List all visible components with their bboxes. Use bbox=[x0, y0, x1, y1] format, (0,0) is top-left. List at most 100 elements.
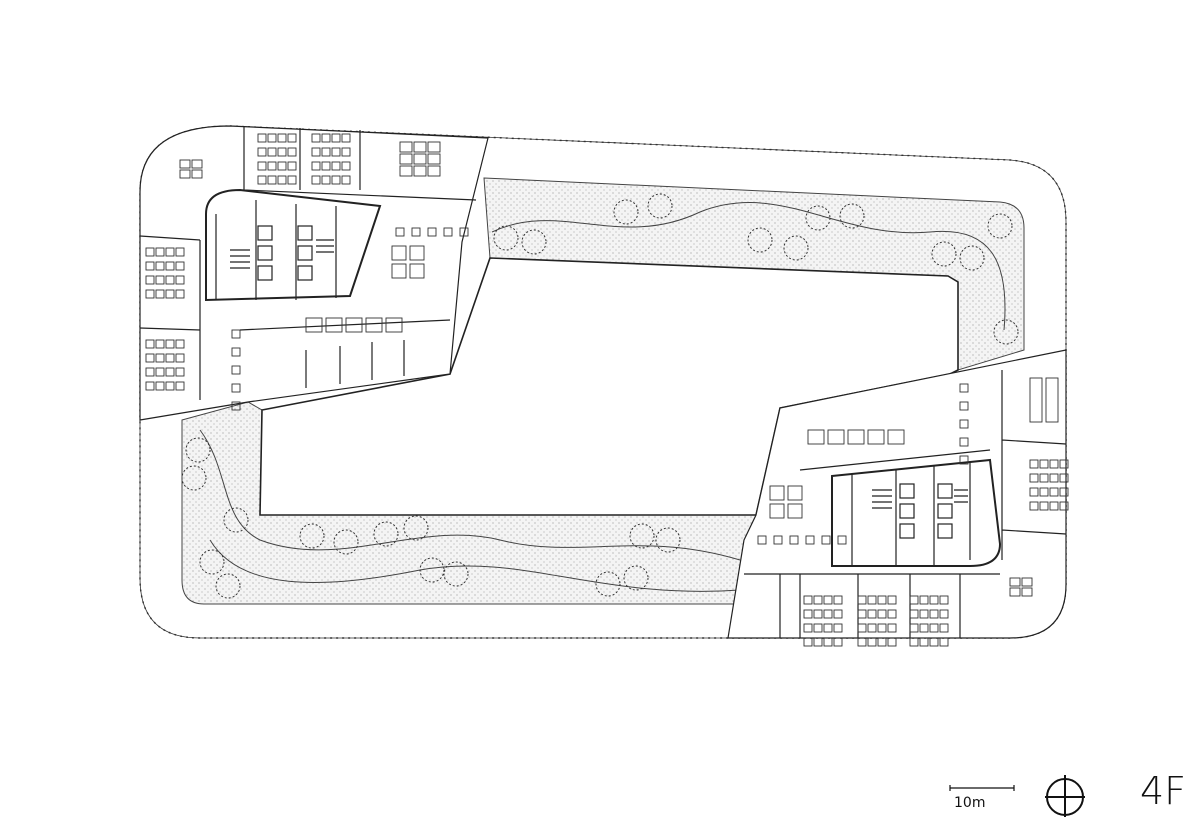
desk-icon bbox=[391, 245, 407, 261]
desk-icon bbox=[847, 429, 865, 445]
desk-icon bbox=[399, 153, 413, 165]
tree-icon bbox=[215, 573, 241, 599]
desk-icon bbox=[145, 275, 155, 285]
tree-icon bbox=[613, 199, 639, 225]
desk-icon bbox=[287, 147, 297, 157]
desk-icon bbox=[823, 623, 833, 633]
desk-icon bbox=[887, 623, 897, 633]
desk-icon bbox=[877, 609, 887, 619]
desk-icon bbox=[257, 161, 267, 171]
desk-icon bbox=[959, 383, 969, 393]
desk-icon bbox=[321, 147, 331, 157]
desk-icon bbox=[165, 261, 175, 271]
desk-icon bbox=[391, 263, 407, 279]
desk-icon bbox=[1059, 459, 1069, 469]
scale-bar-icon bbox=[949, 785, 1015, 791]
desk-icon bbox=[277, 161, 287, 171]
tree-icon bbox=[747, 227, 773, 253]
desk-icon bbox=[1039, 473, 1049, 483]
tree-icon bbox=[181, 465, 207, 491]
desk-icon bbox=[277, 147, 287, 157]
desk-icon bbox=[155, 353, 165, 363]
desk-icon bbox=[857, 623, 867, 633]
desk-icon bbox=[867, 595, 877, 605]
landscape-ring bbox=[181, 177, 1025, 605]
desk-icon bbox=[789, 535, 799, 545]
desk-icon bbox=[929, 595, 939, 605]
desk-icon bbox=[803, 609, 813, 619]
desk-icon bbox=[175, 353, 185, 363]
scale-label: 10m bbox=[954, 795, 986, 811]
desk-icon bbox=[331, 161, 341, 171]
desk-icon bbox=[191, 169, 203, 179]
desk-icon bbox=[257, 147, 267, 157]
desk-icon bbox=[267, 147, 277, 157]
desk-icon bbox=[1021, 577, 1033, 587]
desk-icon bbox=[1029, 501, 1039, 511]
desk-icon bbox=[331, 175, 341, 185]
desk-icon bbox=[287, 175, 297, 185]
desk-icon bbox=[1049, 487, 1059, 497]
desk-icon bbox=[827, 429, 845, 445]
desk-icon bbox=[145, 339, 155, 349]
desk-icon bbox=[311, 133, 321, 143]
tree-icon bbox=[419, 557, 445, 583]
tree-icon bbox=[993, 319, 1019, 345]
tree-icon bbox=[223, 507, 249, 533]
desk-icon bbox=[175, 247, 185, 257]
landscape-trees bbox=[181, 193, 1019, 599]
desk-icon bbox=[277, 133, 287, 143]
desk-icon bbox=[877, 637, 887, 647]
desk-icon bbox=[179, 159, 191, 169]
desk-icon bbox=[341, 147, 351, 157]
desk-icon bbox=[427, 165, 441, 177]
desk-icon bbox=[929, 609, 939, 619]
desk-icon bbox=[145, 353, 155, 363]
tree-icon bbox=[299, 523, 325, 549]
desk-icon bbox=[833, 637, 843, 647]
desk-icon bbox=[1009, 587, 1021, 597]
desk-icon bbox=[231, 401, 241, 411]
desk-icon bbox=[1039, 487, 1049, 497]
desk-icon bbox=[757, 535, 767, 545]
desk-icon bbox=[813, 637, 823, 647]
desk-icon bbox=[1049, 459, 1059, 469]
desk-icon bbox=[1029, 487, 1039, 497]
desk-icon bbox=[409, 245, 425, 261]
desk-icon bbox=[805, 535, 815, 545]
desk-icon bbox=[909, 595, 919, 605]
desk-icon bbox=[887, 609, 897, 619]
tree-icon bbox=[839, 203, 865, 229]
desk-icon bbox=[175, 339, 185, 349]
desk-icon bbox=[365, 317, 383, 333]
desk-icon bbox=[311, 147, 321, 157]
desk-icon bbox=[145, 261, 155, 271]
desk-icon bbox=[267, 175, 277, 185]
desk-icon bbox=[165, 247, 175, 257]
desk-icon bbox=[887, 637, 897, 647]
tree-icon bbox=[373, 521, 399, 547]
desk-icon bbox=[857, 609, 867, 619]
desk-icon bbox=[413, 165, 427, 177]
desk-icon bbox=[877, 595, 887, 605]
desk-icon bbox=[1029, 377, 1043, 423]
desk-icon bbox=[929, 623, 939, 633]
desk-icon bbox=[231, 347, 241, 357]
desk-icon bbox=[155, 339, 165, 349]
desk-icon bbox=[443, 227, 453, 237]
tree-icon bbox=[521, 229, 547, 255]
desk-icon bbox=[939, 623, 949, 633]
desk-icon bbox=[773, 535, 783, 545]
desk-icon bbox=[939, 637, 949, 647]
desk-icon bbox=[345, 317, 363, 333]
desk-icon bbox=[165, 275, 175, 285]
desk-icon bbox=[331, 133, 341, 143]
desk-icon bbox=[821, 535, 831, 545]
desk-icon bbox=[175, 381, 185, 391]
desk-icon bbox=[413, 141, 427, 153]
desk-icon bbox=[833, 595, 843, 605]
tree-icon bbox=[629, 523, 655, 549]
desk-icon bbox=[321, 133, 331, 143]
desk-icon bbox=[959, 419, 969, 429]
